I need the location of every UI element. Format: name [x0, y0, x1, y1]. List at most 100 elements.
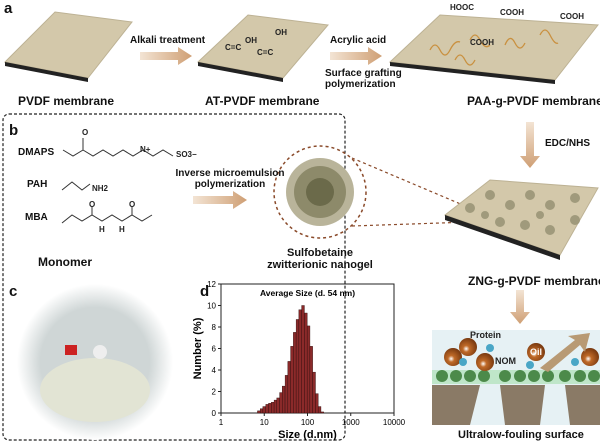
- y-tick-label: 4: [212, 366, 217, 375]
- minus-charge: −: [192, 150, 197, 159]
- y-tick-label: 0: [212, 409, 217, 418]
- pvdf-membrane-image: [3, 11, 133, 82]
- y-axis-label: Number (%): [192, 317, 204, 379]
- histogram-bar: [290, 346, 294, 414]
- mba-oxygen: O: [89, 200, 96, 209]
- monomer-mba-label: MBA: [25, 212, 48, 223]
- zng-pvdf-membrane-label: ZNG-g-PVDF membrane: [468, 274, 600, 288]
- cooh-group: COOH: [500, 8, 524, 17]
- surface-grafting-label: Surface grafting polymerization: [325, 68, 402, 90]
- monomer-dmaps-label: DMAPS: [18, 147, 55, 158]
- oh-group: OH: [245, 36, 257, 45]
- panel-label-b: b: [9, 122, 19, 139]
- monomer-pah-label: PAH: [27, 179, 48, 190]
- x-tick-label: 1: [219, 418, 224, 427]
- arrow-microemulsion: [193, 191, 247, 209]
- arrow-alkali: [140, 47, 192, 65]
- y-tick-label: 2: [212, 388, 217, 397]
- histogram-bar: [257, 410, 261, 414]
- histogram-bar: [306, 325, 311, 414]
- histogram-bar: [309, 346, 313, 414]
- x-tick-label: 10: [260, 418, 269, 427]
- histogram-bar: [273, 399, 278, 414]
- histogram-bar: [271, 402, 275, 414]
- x-tick-label: 10000: [383, 418, 406, 427]
- histogram-bar: [260, 408, 264, 414]
- process-line-2: polymerization: [194, 179, 266, 190]
- mba-structure: [61, 207, 153, 224]
- cc-group: C=C: [257, 48, 274, 57]
- zng-pvdf-membrane-image: [443, 179, 599, 260]
- plus-charge: +: [145, 145, 151, 154]
- oil-label: Oil: [530, 347, 543, 357]
- protein-label: Protein: [470, 330, 502, 340]
- zoom-lines: [351, 157, 471, 227]
- mba-nh: H: [119, 225, 125, 234]
- histogram-bar: [295, 319, 300, 414]
- x-axis-label: Size (d.nm): [278, 429, 337, 441]
- paa-pvdf-membrane-image: [388, 14, 599, 84]
- nanogel-line-1: Sulfobetaine: [286, 247, 353, 259]
- histogram-bar: [265, 404, 269, 414]
- at-pvdf-membrane-label: AT-PVDF membrane: [205, 94, 320, 108]
- monomer-label: Monomer: [38, 255, 92, 269]
- mba-nh: H: [99, 225, 105, 234]
- pah-nh2: NH2: [92, 184, 109, 193]
- cooh-group: COOH: [560, 12, 584, 21]
- histogram-bar: [279, 392, 283, 414]
- dmaps-sulfonate: SO3−: [176, 150, 197, 159]
- cc-group: C=C: [225, 43, 242, 52]
- histogram-bar: [298, 309, 302, 414]
- edc-nhs-label: EDC/NHS: [545, 138, 591, 149]
- alkali-treatment-label: Alkali treatment: [130, 35, 206, 46]
- histogram-bar: [320, 411, 324, 414]
- histogram-bar: [276, 397, 280, 414]
- histogram-bar: [315, 393, 319, 414]
- histogram-bar: [281, 385, 286, 414]
- dmaps-structure: [62, 138, 174, 157]
- panel-label-c: c: [9, 283, 18, 300]
- ultralow-fouling-label: Ultralow-fouling surface: [458, 429, 584, 441]
- histogram-bar: [262, 406, 266, 414]
- histogram-bar: [301, 305, 305, 414]
- dmaps-n-plus: N+: [140, 145, 150, 154]
- so3: SO3: [176, 150, 193, 159]
- arrow-edc-nhs: [520, 122, 540, 168]
- panel-b-box: [2, 113, 346, 441]
- x-tick-label: 100: [301, 418, 315, 427]
- y-tick-label: 6: [212, 345, 217, 354]
- paa-pvdf-membrane-label: PAA-g-PVDF membrane: [467, 94, 600, 108]
- nanogel-flask-photo: [17, 284, 173, 440]
- histogram-bar: [293, 332, 297, 414]
- y-tick-label: 8: [212, 323, 217, 332]
- histogram-bar: [312, 371, 316, 414]
- y-tick-label: 12: [207, 280, 216, 289]
- process-line-2: polymerization: [325, 79, 396, 90]
- y-tick-label: 10: [207, 302, 216, 311]
- at-pvdf-membrane-image: [196, 14, 329, 82]
- x-tick-label: 1000: [342, 418, 360, 427]
- oh-group: OH: [275, 28, 287, 37]
- mba-oxygen: O: [129, 200, 136, 209]
- histogram-bar: [268, 403, 272, 414]
- panel-label-a: a: [4, 0, 13, 17]
- acrylic-acid-label: Acrylic acid: [330, 35, 387, 46]
- fouling-surface-image: [432, 330, 600, 425]
- nanogel-line-2: zwitterionic nanogel: [267, 259, 373, 271]
- histogram-bar: [284, 375, 289, 414]
- pvdf-membrane-label: PVDF membrane: [18, 94, 115, 108]
- nom-label: NOM: [495, 356, 516, 366]
- nanogel-image: [273, 145, 367, 239]
- pah-structure: [61, 181, 91, 191]
- arrow-acrylic: [330, 47, 382, 65]
- process-line-1: Inverse microemulsion: [175, 168, 285, 179]
- nanogel-label: Sulfobetaine zwitterionic nanogel: [265, 247, 375, 271]
- histogram-bar: [287, 361, 291, 414]
- histogram-bar: [317, 406, 322, 414]
- panel-label-d: d: [200, 283, 210, 300]
- hooc-group: HOOC: [450, 3, 474, 12]
- microemulsion-label: Inverse microemulsion polymerization: [160, 168, 300, 190]
- histogram-bar: [304, 312, 308, 414]
